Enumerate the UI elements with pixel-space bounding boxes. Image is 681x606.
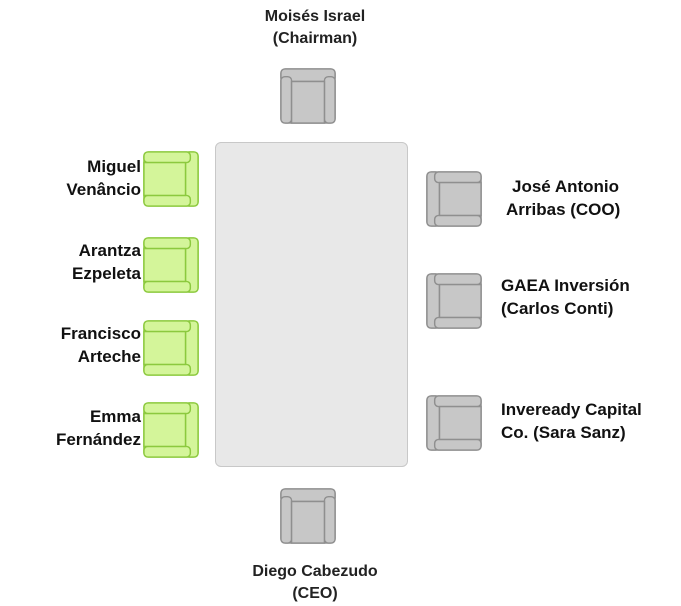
armchair-icon <box>142 150 200 208</box>
seat-name-line: Arantza <box>78 241 141 260</box>
armchair-icon <box>142 401 200 459</box>
armchair-icon <box>142 319 200 377</box>
armchair-icon <box>425 272 483 330</box>
seat-name-line: José Antonio <box>512 177 620 196</box>
seat-name-line: (Carlos Conti) <box>501 299 614 318</box>
meeting-table <box>215 142 408 467</box>
armchair-icon <box>142 236 200 294</box>
seat-name-line: Arribas (COO) <box>506 200 621 219</box>
armchair-icon <box>425 394 483 452</box>
seat-name-line: Inveready Capital <box>501 400 642 419</box>
seat-name-line: Co. (Sara Sanz) <box>501 423 626 442</box>
bottom-seat-role: (CEO) <box>292 585 338 602</box>
right-seat-label: Inveready Capital Co. (Sara Sanz) <box>501 398 679 444</box>
seat-name-line: Francisco <box>60 324 141 343</box>
right-seat-label: José Antonio Arribas (COO) <box>506 175 678 221</box>
seat-name-line: Emma <box>89 407 141 426</box>
seat-name-line: Fernández <box>55 430 141 449</box>
seat-name-line: Miguel <box>87 157 141 176</box>
bottom-seat-label: Diego Cabezudo (CEO) <box>210 561 420 605</box>
armchair-icon <box>425 170 483 228</box>
seat-name-line: Venâncio <box>66 180 141 199</box>
left-seat-label: Miguel Venâncio <box>2 155 141 201</box>
left-seat-label: Francisco Arteche <box>2 322 141 368</box>
top-seat-role: (Chairman) <box>272 30 358 47</box>
top-seat-label: Moisés Israel (Chairman) <box>220 6 410 50</box>
bottom-seat-name: Diego Cabezudo <box>252 563 378 580</box>
seat-name-line: GAEA Inversión <box>501 276 630 295</box>
left-seat-label: Emma Fernández <box>2 405 141 451</box>
seat-name-line: Arteche <box>77 347 141 366</box>
top-seat-name: Moisés Israel <box>264 8 366 25</box>
right-seat-label: GAEA Inversión (Carlos Conti) <box>501 274 679 320</box>
left-seat-label: Arantza Ezpeleta <box>2 239 141 285</box>
seat-name-line: Ezpeleta <box>72 264 141 283</box>
armchair-icon <box>279 67 337 125</box>
armchair-icon <box>279 487 337 545</box>
